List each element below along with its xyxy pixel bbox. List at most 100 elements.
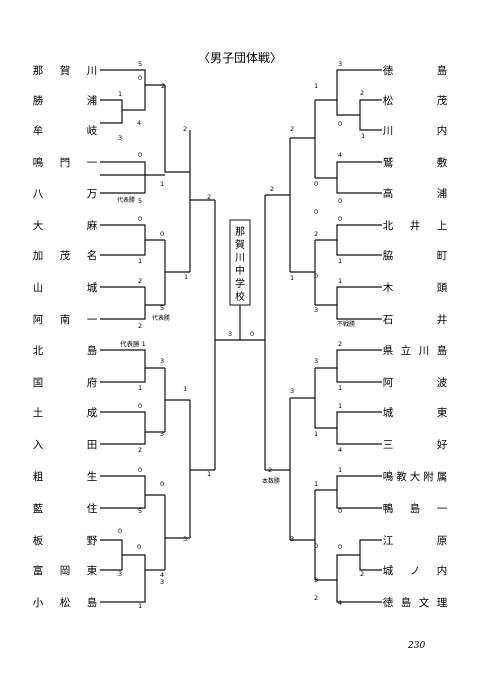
champion-box xyxy=(229,219,251,306)
left-score-29: 0 xyxy=(118,527,122,535)
right-score-4: 1 xyxy=(361,132,365,140)
right-score-30: 0 xyxy=(314,542,318,550)
left-team-10-char: 国 xyxy=(33,377,44,389)
left-score-15: 5 xyxy=(160,304,164,312)
page-number: 230 xyxy=(407,641,425,651)
champion-char: 校 xyxy=(235,290,245,303)
left-team-6-char: 茂 xyxy=(60,249,71,262)
right-team-0-char: 徳 xyxy=(383,64,394,77)
right-team-8-char: 石 xyxy=(383,314,394,326)
right-team-11-char: 城 xyxy=(383,407,394,419)
left-team-17-char: 島 xyxy=(87,596,98,609)
right-score-28: 2 xyxy=(268,466,272,474)
left-team-3-char: 一 xyxy=(87,157,98,169)
left-score-32: 4 xyxy=(160,571,164,579)
right-team-13-char: 大 xyxy=(410,470,421,483)
left-score-31: 3 xyxy=(118,570,122,578)
right-score-11: 1 xyxy=(290,274,294,282)
right-score-26: 1 xyxy=(314,480,318,488)
champion-char: 川 xyxy=(235,253,245,264)
left-score-3: 1 xyxy=(118,90,122,98)
right-team-6-char: 脇 xyxy=(383,250,394,262)
right-team-14-char: 鴨 xyxy=(383,502,394,515)
right-team-17-char: 徳 xyxy=(383,596,394,609)
right-team-9-char: 川 xyxy=(419,345,430,357)
left-team-4-char: 八 xyxy=(33,188,44,200)
right-bracket-lines xyxy=(239,69,382,603)
right-score-3: 2 xyxy=(360,89,364,97)
left-score-9: 5 xyxy=(138,197,142,205)
right-score-6: 4 xyxy=(338,151,342,159)
right-team-16-char: ノ xyxy=(410,565,421,577)
left-team-list: 那賀川勝浦牟岐鳴門一八万大麻加茂名山城阿南一北島国府土成入田粗生藍住板野富岡東小… xyxy=(33,65,98,609)
right-team-9-char: 立 xyxy=(401,344,412,357)
right-score-31: 3 xyxy=(290,535,294,543)
right-team-4-char: 浦 xyxy=(437,187,448,200)
right-team-9-char: 県 xyxy=(383,345,394,357)
right-team-10-char: 波 xyxy=(437,376,448,389)
left-bracket-lines xyxy=(100,69,240,603)
left-score-33: 3 xyxy=(183,535,187,543)
left-score-22: 3 xyxy=(160,430,164,438)
left-team-11-char: 成 xyxy=(87,407,98,419)
left-team-9-char: 北 xyxy=(33,345,44,357)
page-title: 〈男子団体戦〉 xyxy=(198,51,282,65)
right-score-33: 2 xyxy=(360,570,364,578)
left-team-15-char: 野 xyxy=(87,535,98,547)
left-score-30: 0 xyxy=(137,543,141,551)
left-score-4: 4 xyxy=(137,119,141,127)
left-score-6: 2 xyxy=(183,125,187,133)
left-team-1-char: 勝 xyxy=(33,94,44,107)
left-score-23: 2 xyxy=(138,446,142,454)
right-score-1: 1 xyxy=(314,82,318,90)
left-score-5: 3 xyxy=(118,134,122,142)
right-team-3-char: 鷲 xyxy=(383,156,394,169)
right-team-12-char: 三 xyxy=(383,439,394,451)
right-team-16-char: 内 xyxy=(437,564,448,577)
right-team-5-char: 上 xyxy=(437,220,448,232)
left-team-8-char: 阿 xyxy=(33,314,44,326)
right-score-16: 0 xyxy=(314,272,318,280)
right-score-32: 4 xyxy=(338,599,342,607)
left-score-13: 1 xyxy=(138,257,142,265)
left-team-10-char: 府 xyxy=(87,376,98,389)
right-team-4-char: 高 xyxy=(383,187,394,200)
right-team-17-char: 島 xyxy=(401,596,412,609)
left-team-3-char: 鳴 xyxy=(33,156,44,169)
left-score-2: 0 xyxy=(138,74,142,82)
champion-char: 中 xyxy=(235,264,245,277)
left-score-12: 0 xyxy=(160,230,164,238)
left-team-2-char: 岐 xyxy=(87,124,98,137)
right-team-5-char: 北 xyxy=(383,220,394,232)
right-score-29: 0 xyxy=(338,543,342,551)
left-score-20: 1 xyxy=(138,384,142,392)
right-score-23: 1 xyxy=(314,430,318,438)
left-team-14-char: 住 xyxy=(87,502,98,515)
right-score-12: 0 xyxy=(338,215,342,223)
right-score-21: 3 xyxy=(290,387,294,395)
right-team-3-char: 敷 xyxy=(437,156,448,169)
right-score-22: 1 xyxy=(338,402,342,410)
left-score-35: 1 xyxy=(138,602,142,610)
right-team-14-char: 一 xyxy=(437,503,448,515)
left-score-26: 0 xyxy=(138,466,142,474)
right-team-2-char: 川 xyxy=(383,125,394,137)
right-score-27: 0 xyxy=(338,507,342,515)
left-team-0-char: 賀 xyxy=(60,65,71,77)
champion-char: 学 xyxy=(235,277,245,290)
final-score-left: 3 xyxy=(228,330,232,338)
left-score-34: 3 xyxy=(160,578,164,586)
left-team-15-char: 板 xyxy=(33,534,44,547)
left-team-12-char: 入 xyxy=(33,439,44,451)
left-team-16-char: 東 xyxy=(87,564,98,577)
left-team-7-char: 山 xyxy=(33,282,44,294)
left-score-27: 0 xyxy=(160,480,164,488)
right-score-0: 3 xyxy=(338,60,342,68)
left-score-8: 1 xyxy=(160,180,164,188)
note-daihyo-left-1: 代表勝 xyxy=(117,196,135,204)
left-team-0-char: 川 xyxy=(87,65,98,77)
right-score-10: 0 xyxy=(338,197,342,205)
